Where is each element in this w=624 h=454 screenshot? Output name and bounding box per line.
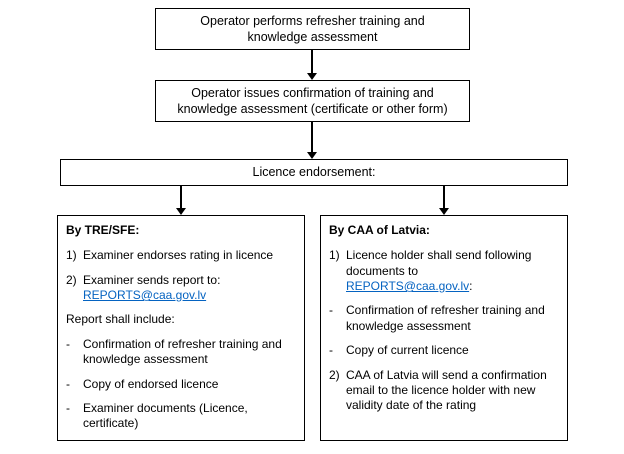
list-item: - Copy of current licence bbox=[329, 343, 559, 358]
list-item-marker: 1) bbox=[329, 248, 340, 263]
flow-step-licence-endorsement-label: Licence endorsement: bbox=[252, 165, 376, 180]
list-item: - Confirmation of refresher training and… bbox=[66, 337, 296, 368]
list-item-text: Confirmation of refresher training and k… bbox=[83, 336, 282, 367]
flow-step-refresher-training-label: Operator performs refresher training and… bbox=[200, 13, 425, 44]
arrow-line bbox=[311, 122, 313, 153]
list-item-marker: - bbox=[329, 343, 333, 358]
link-suffix: : bbox=[469, 279, 473, 294]
report-include-label: Report shall include: bbox=[66, 312, 175, 327]
arrow-line bbox=[180, 186, 182, 209]
list-item-marker: 2) bbox=[66, 272, 77, 287]
list-item: 1) Licence holder shall send following d… bbox=[329, 248, 559, 294]
reports-email-link[interactable]: REPORTS@caa.gov.lv bbox=[83, 288, 207, 303]
send-report-text: Examiner sends report to: bbox=[83, 272, 221, 287]
list-item: 2) CAA of Latvia will send a confirmatio… bbox=[329, 368, 559, 414]
list-item-marker: - bbox=[66, 376, 70, 391]
arrow-line bbox=[311, 50, 313, 74]
list-item-text: Confirmation of refresher training and k… bbox=[346, 303, 545, 333]
arrow-head-icon bbox=[439, 208, 449, 215]
caa-latvia-heading: By CAA of Latvia: bbox=[329, 223, 430, 237]
list-item-text: Examiner documents (Licence, certificate… bbox=[83, 400, 248, 431]
flow-step-confirmation: Operator issues confirmation of training… bbox=[155, 80, 470, 122]
list-item: 2) Examiner sends report to: REPORTS@caa… bbox=[66, 273, 296, 304]
arrow-head-icon bbox=[307, 152, 317, 159]
list-item: - Confirmation of refresher training and… bbox=[329, 303, 559, 334]
list-item-marker: 2) bbox=[329, 367, 340, 382]
flow-step-refresher-training: Operator performs refresher training and… bbox=[155, 8, 470, 50]
send-documents-text: Licence holder shall send following docu… bbox=[346, 248, 532, 278]
arrow-down-left-branch bbox=[176, 186, 186, 215]
list-item-text: Examiner sends report to: REPORTS@caa.go… bbox=[83, 273, 296, 304]
list-item: - Examiner documents (Licence, certifica… bbox=[66, 401, 296, 432]
arrow-line bbox=[443, 186, 445, 209]
reports-email-link[interactable]: REPORTS@caa.gov.lv bbox=[346, 279, 470, 294]
list-item-text: Licence holder shall send following docu… bbox=[346, 248, 559, 294]
list-item: - Copy of endorsed licence bbox=[66, 377, 296, 392]
list-item-text: Copy of current licence bbox=[346, 343, 469, 358]
list-item-marker: - bbox=[66, 400, 70, 415]
list-item-text: CAA of Latvia will send a confirmation e… bbox=[346, 367, 547, 413]
tre-sfe-box: By TRE/SFE: 1) Examiner endorses rating … bbox=[57, 215, 305, 441]
arrow-down-2 bbox=[307, 122, 317, 159]
list-item-text: Copy of endorsed licence bbox=[83, 376, 219, 391]
arrow-down-right-branch bbox=[439, 186, 449, 215]
list-item-text: Examiner endorses rating in licence bbox=[83, 248, 274, 263]
caa-latvia-box: By CAA of Latvia: 1) Licence holder shal… bbox=[320, 215, 568, 441]
flow-step-licence-endorsement: Licence endorsement: bbox=[60, 159, 568, 186]
flow-step-confirmation-label: Operator issues confirmation of training… bbox=[177, 85, 448, 116]
list-item-marker: - bbox=[329, 303, 333, 318]
arrow-head-icon bbox=[176, 208, 186, 215]
list-item-marker: - bbox=[66, 336, 70, 351]
arrow-down-1 bbox=[307, 50, 317, 80]
arrow-head-icon bbox=[307, 73, 317, 80]
tre-sfe-heading: By TRE/SFE: bbox=[66, 223, 140, 237]
list-item: 1) Examiner endorses rating in licence bbox=[66, 248, 296, 263]
list-item-marker: 1) bbox=[66, 248, 77, 263]
